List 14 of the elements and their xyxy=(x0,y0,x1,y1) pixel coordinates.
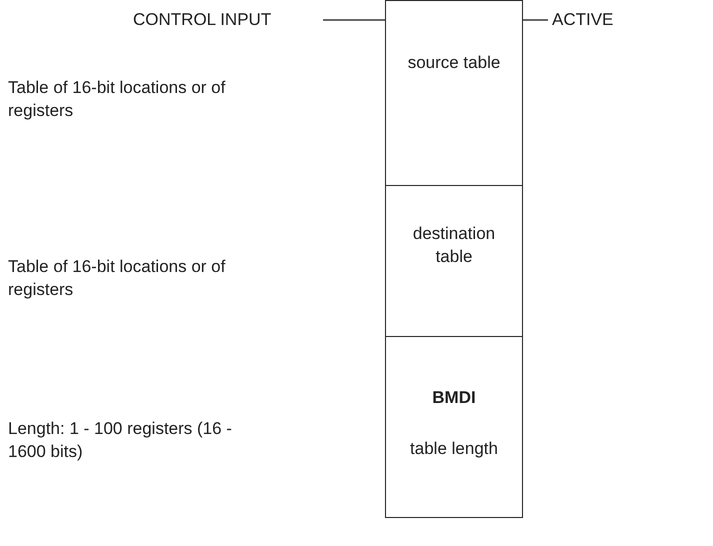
pin-label: CONTROL INPUT xyxy=(133,10,272,30)
segment-label: table length xyxy=(409,438,499,460)
register-block-segment xyxy=(385,336,523,518)
segment-description: Table of 16-bit locations or of registers xyxy=(8,77,226,122)
connector-line xyxy=(323,19,385,21)
block-title: BMDI xyxy=(431,387,477,409)
segment-description: Length: 1 - 100 registers (16 - 1600 bits) xyxy=(8,418,233,464)
pin-label: ACTIVE xyxy=(552,10,614,30)
register-block-segment xyxy=(385,185,523,337)
segment-label: destination table xyxy=(412,223,496,268)
register-block-segment xyxy=(385,0,523,186)
connector-line xyxy=(523,19,548,21)
segment-label: source table xyxy=(406,52,502,74)
segment-description: Table of 16-bit locations or of registers xyxy=(8,256,226,302)
